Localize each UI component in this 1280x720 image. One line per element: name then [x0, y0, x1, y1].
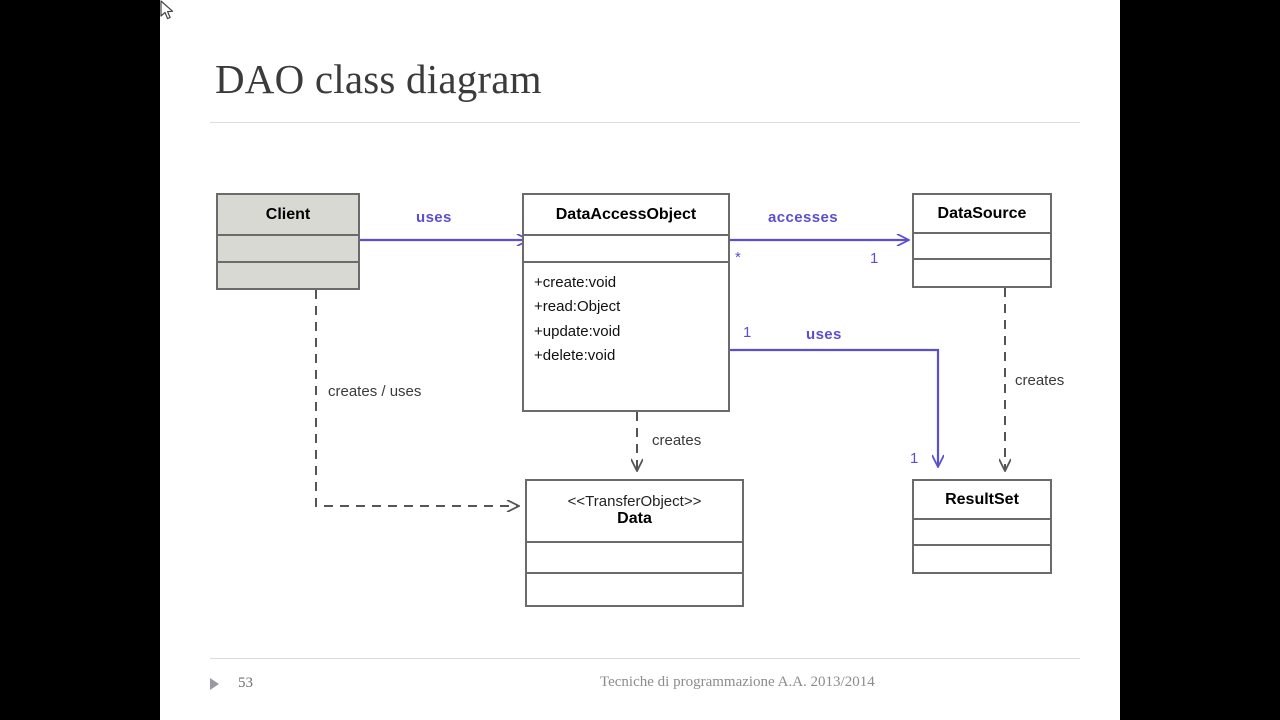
uml-class-datasource[interactable]: DataSource [912, 193, 1052, 288]
multiplicity-dao-accesses-target: 1 [870, 250, 879, 267]
uml-class-data-operations [527, 574, 742, 588]
uml-class-client[interactable]: Client [216, 193, 360, 290]
uml-class-client-name: Client [218, 195, 358, 236]
mouse-cursor-icon [160, 0, 174, 20]
edge-label-client-uses-dao: uses [416, 209, 452, 226]
page-bullet-icon [210, 678, 219, 690]
edge-dao-uses-resultset [730, 348, 938, 466]
title-divider [210, 122, 1080, 123]
operation-read: +read:Object [534, 298, 621, 316]
edge-client-creates-uses-data [315, 290, 518, 506]
footer-course-info: Tecniche di programmazione A.A. 2013/201… [600, 674, 875, 690]
uml-class-dataaccessobject-operations: +create:void +read:Object +update:void +… [524, 263, 728, 374]
uml-class-resultset[interactable]: ResultSet [912, 479, 1052, 574]
uml-class-datasource-attributes [914, 234, 1050, 260]
uml-class-client-operations [218, 263, 358, 277]
uml-class-dataaccessobject-name: DataAccessObject [524, 195, 728, 236]
edge-label-dao-uses-resultset: uses [806, 326, 842, 343]
page-number: 53 [238, 675, 253, 691]
connector-layer: DataAccessObject : blue "uses" --> DataS… [315, 0, 1120, 720]
edge-label-datasource-creates-resultset: creates [1015, 372, 1065, 389]
uml-class-resultset-attributes [914, 520, 1050, 546]
uml-class-data-stereotype: <<TransferObject>> [567, 492, 702, 510]
uml-class-data-attributes [527, 543, 742, 574]
operation-delete: +delete:void [534, 346, 616, 364]
multiplicity-dao-uses-target: 1 [910, 450, 919, 467]
slide-canvas: DAO class diagram DataAccessObject : blu… [160, 0, 1120, 720]
uml-class-datasource-name: DataSource [914, 195, 1050, 234]
uml-class-data-name: <<TransferObject>> Data [527, 481, 742, 543]
multiplicity-dao-accesses-source: * [735, 249, 741, 266]
uml-class-data[interactable]: <<TransferObject>> Data [525, 479, 744, 607]
uml-class-datasource-operations [914, 260, 1050, 274]
uml-class-dataaccessobject[interactable]: DataAccessObject +create:void +read:Obje… [522, 193, 730, 412]
operation-create: +create:void [534, 274, 617, 291]
edge-label-dao-creates-data: creates [652, 432, 702, 449]
uml-class-data-label: Data [617, 510, 652, 528]
edge-label-client-creates-uses-data: creates / uses [328, 383, 422, 400]
operation-update: +update:void [534, 322, 621, 340]
multiplicity-dao-uses-source: 1 [743, 324, 752, 341]
uml-diagram: DataAccessObject : blue "uses" --> DataS… [160, 0, 1120, 720]
uml-class-client-attributes [218, 236, 358, 263]
uml-class-dataaccessobject-attributes [524, 236, 728, 263]
uml-class-resultset-operations [914, 546, 1050, 560]
edge-label-dao-accesses-datasource: accesses [768, 209, 838, 226]
page-title: DAO class diagram [215, 56, 542, 102]
uml-class-resultset-name: ResultSet [914, 481, 1050, 520]
footer-divider [210, 658, 1080, 659]
